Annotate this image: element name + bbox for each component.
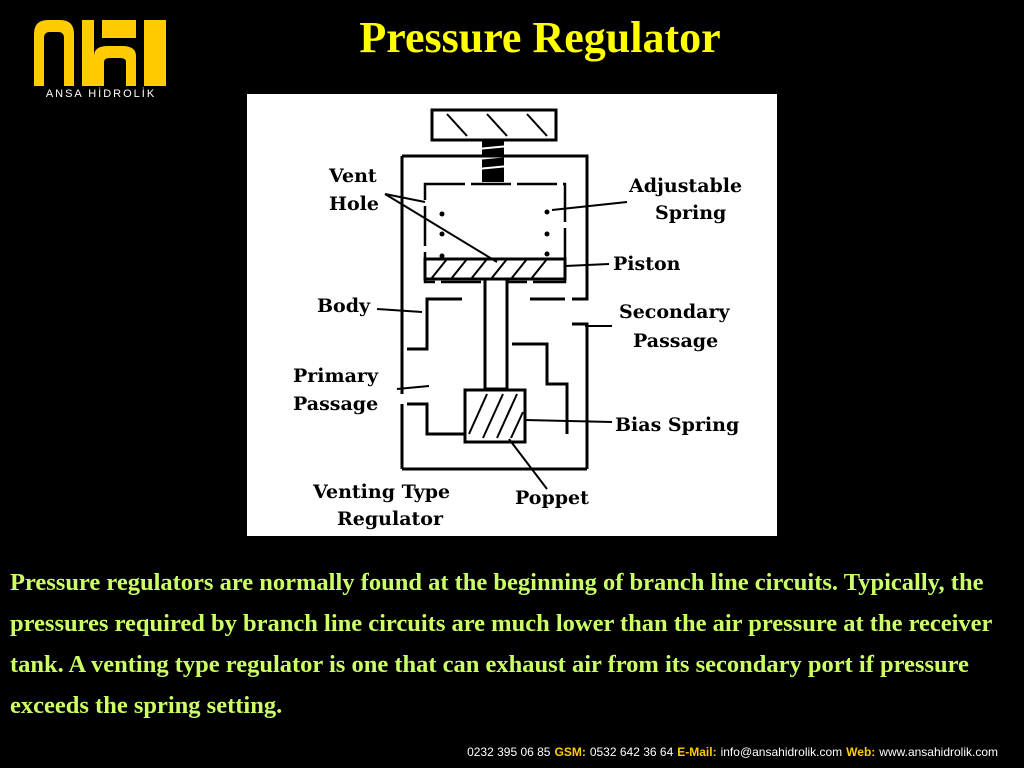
footer-gsm-label: GSM:: [554, 745, 586, 759]
diagram-caption-line1: Venting Type: [312, 481, 450, 503]
label-body: Body: [317, 295, 371, 317]
label-primary-passage-line1: Primary: [293, 365, 379, 387]
logo-brand-name: ANSA HİDROLİK: [45, 88, 157, 100]
label-vent-hole-line1: Vent: [328, 165, 377, 187]
footer-contact-bar: 0232 395 06 85 GSM: 0532 642 36 64 E-Mai…: [0, 736, 1024, 768]
regulator-diagram: Vent Hole Adjustable Spring Piston Body …: [247, 94, 777, 536]
footer-phone-value: 0232 395 06 85: [467, 745, 551, 759]
label-adjustable-spring-line2: Spring: [655, 202, 726, 224]
diagram-caption-line2: Regulator: [337, 508, 444, 530]
footer-email-label: E-Mail:: [677, 745, 717, 759]
label-secondary-passage-line1: Secondary: [619, 301, 730, 323]
description-paragraph: Pressure regulators are normally found a…: [10, 569, 992, 719]
ansa-hidrolik-logo: [34, 20, 166, 86]
label-primary-passage-line2: Passage: [293, 393, 378, 415]
footer-email-value[interactable]: info@ansahidrolik.com: [720, 745, 843, 759]
label-vent-hole-line2: Hole: [329, 193, 379, 215]
slide-title: Pressure Regulator: [359, 13, 721, 62]
label-adjustable-spring-line1: Adjustable: [628, 175, 742, 197]
label-secondary-passage-line2: Passage: [633, 330, 718, 352]
label-bias-spring: Bias Spring: [615, 414, 739, 436]
label-poppet: Poppet: [515, 487, 589, 509]
footer-web-value[interactable]: www.ansahidrolik.com: [879, 745, 998, 759]
label-piston: Piston: [613, 253, 681, 275]
footer-gsm-value: 0532 642 36 64: [589, 745, 674, 759]
footer-web-label: Web:: [846, 745, 876, 759]
